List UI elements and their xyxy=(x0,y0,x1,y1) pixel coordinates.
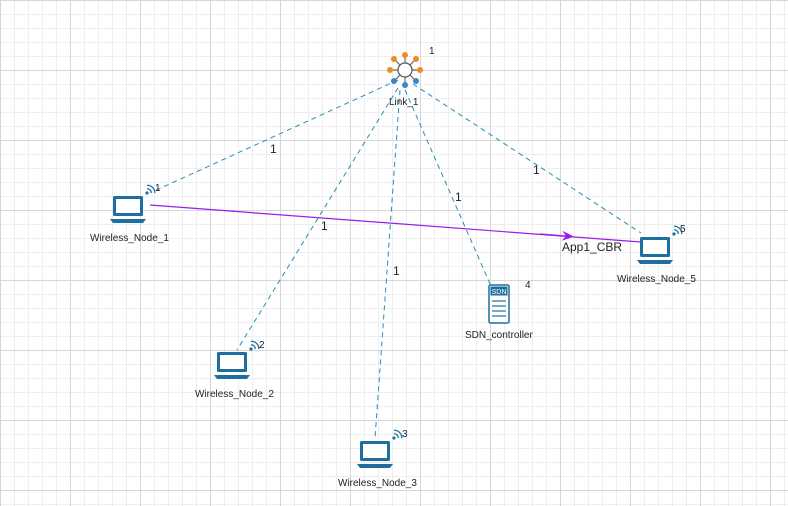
link-weight-n2: 1 xyxy=(321,219,328,233)
node-id-sdn: 4 xyxy=(525,280,531,291)
node-name-sdn: SDN_controller xyxy=(465,330,533,341)
link-id-label: 1 xyxy=(429,46,435,57)
link-line-n2[interactable] xyxy=(236,87,399,351)
link-weight-n3: 1 xyxy=(393,264,400,278)
node-id-n1: 1 xyxy=(155,183,161,194)
link-weight-n5: 1 xyxy=(533,163,540,177)
laptop-icon-n3[interactable] xyxy=(357,441,393,468)
laptop-icon-n5[interactable] xyxy=(637,237,673,264)
laptop-icon-n1[interactable] xyxy=(110,196,146,223)
link-line-n5[interactable] xyxy=(412,83,642,234)
link-line-n3[interactable] xyxy=(374,89,401,439)
app-flow-arrow xyxy=(539,230,574,241)
laptop-icon-n2[interactable] xyxy=(214,352,250,379)
sdn-badge: SDN xyxy=(492,289,507,296)
sdn-server-icon[interactable]: SDN xyxy=(488,284,510,324)
link-line-n1[interactable] xyxy=(151,79,399,193)
link-weight-n1: 1 xyxy=(270,142,277,156)
link-name-label: Link_1 xyxy=(389,97,419,108)
node-id-n3: 3 xyxy=(402,429,408,440)
node-id-n5: 5 xyxy=(680,224,686,235)
link-weight-sdn: 1 xyxy=(455,190,462,204)
node-name-n1: Wireless_Node_1 xyxy=(90,233,169,244)
application-label[interactable]: App1_CBR xyxy=(562,240,623,254)
node-name-n2: Wireless_Node_2 xyxy=(195,389,274,400)
node-id-n2: 2 xyxy=(259,340,265,351)
link-hub-icon[interactable] xyxy=(387,52,423,88)
node-name-n3: Wireless_Node_3 xyxy=(338,478,417,489)
wireless-links xyxy=(151,79,642,439)
link-line-sdn[interactable] xyxy=(404,89,492,287)
node-name-n5: Wireless_Node_5 xyxy=(617,274,696,285)
